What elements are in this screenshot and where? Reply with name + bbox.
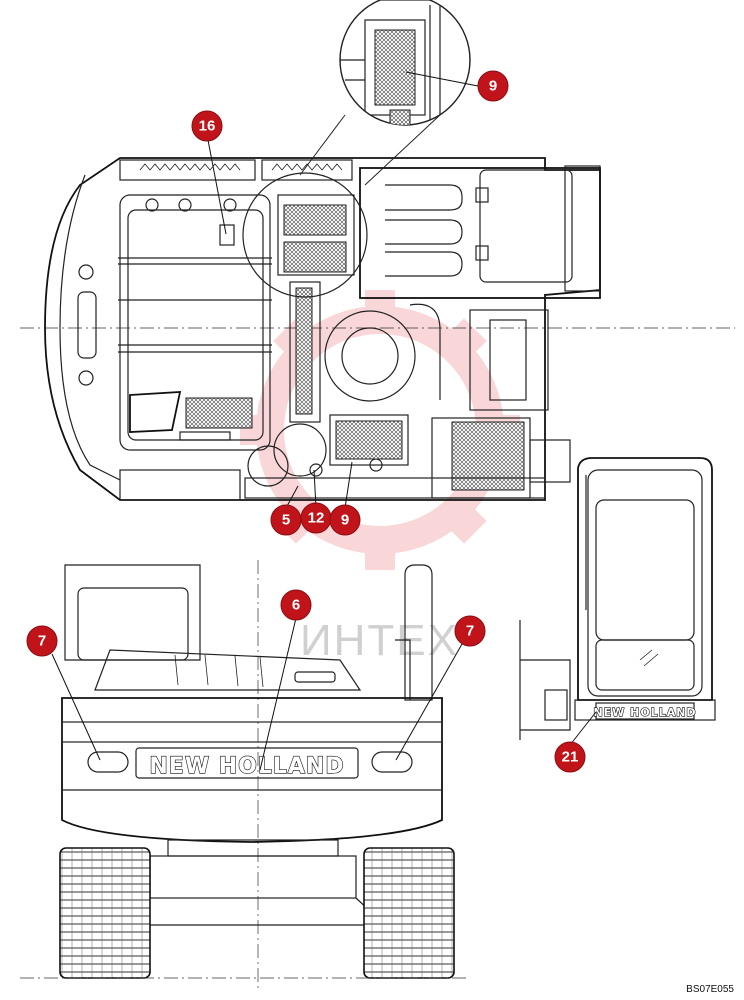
top-view (20, 157, 735, 501)
zoom-link-line (299, 114, 346, 176)
rear-brand-decal: NEW HOLLAND (149, 754, 344, 779)
svg-text:21: 21 (562, 749, 579, 766)
zoom-inset (339, 0, 471, 126)
callout-12: 12 (300, 502, 332, 534)
zoom-link-line (364, 114, 441, 186)
drawing-code: BS07E055 (686, 984, 734, 995)
svg-text:7: 7 (38, 633, 46, 650)
svg-text:7: 7 (466, 623, 474, 640)
zoom-region (242, 172, 368, 298)
svg-text:16: 16 (199, 118, 216, 135)
svg-text:9: 9 (489, 78, 497, 95)
cab-brand-decal: NEW HOLLAND (593, 706, 696, 719)
callout-7-left: 7 (26, 625, 58, 657)
callout-6: 6 (280, 589, 312, 621)
callout-16: 16 (191, 110, 223, 142)
callout-5: 5 (270, 504, 302, 536)
svg-text:6: 6 (292, 597, 300, 614)
svg-text:9: 9 (341, 512, 349, 529)
leader-lines (51, 71, 597, 771)
callout-21: 21 (554, 741, 586, 773)
callout-7-right: 7 (454, 615, 486, 647)
rear-view (20, 560, 470, 990)
cab-side-view (519, 457, 716, 740)
svg-text:12: 12 (308, 510, 325, 527)
callout-9-top: 9 (477, 70, 509, 102)
svg-text:5: 5 (282, 512, 290, 529)
watermark-text: ИНТЕХ (300, 616, 459, 665)
callout-9-mid: 9 (329, 504, 361, 536)
